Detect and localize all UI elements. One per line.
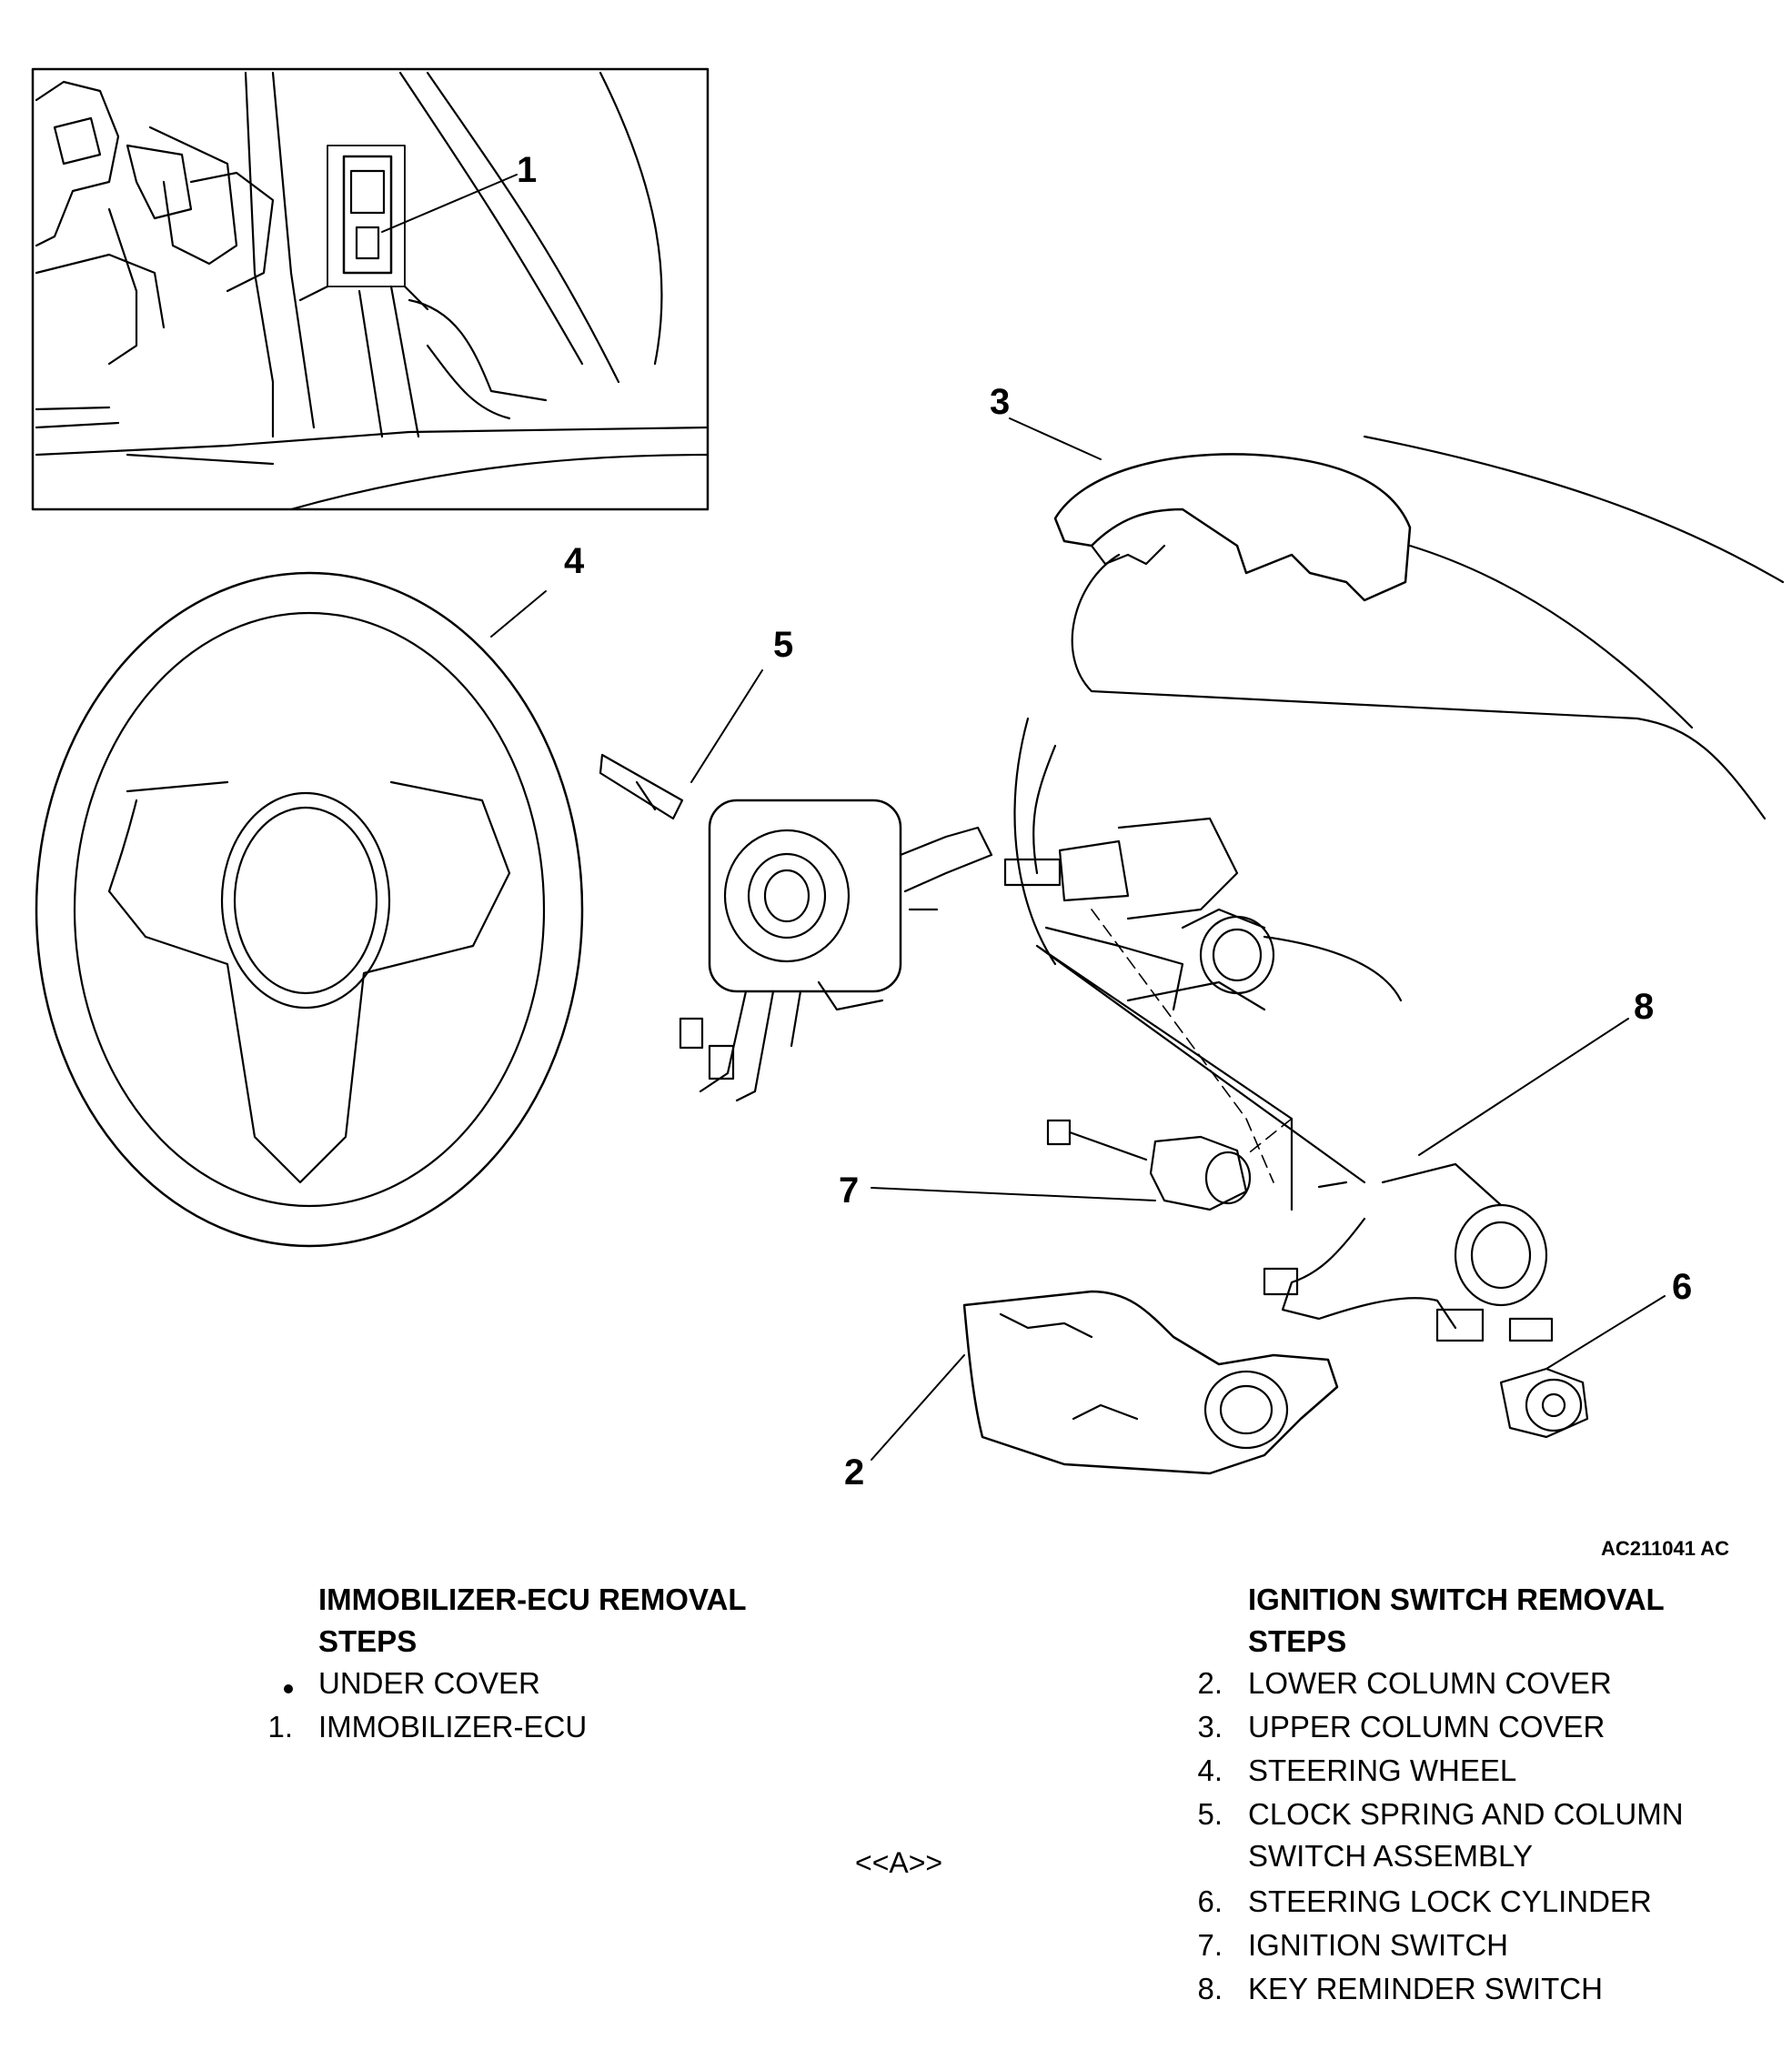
callout-1: 1 bbox=[517, 150, 537, 190]
list-item: 4. STEERING WHEEL bbox=[1168, 1750, 1787, 1794]
step-number: 1. bbox=[267, 1710, 293, 1743]
ignition-heading-line1: IGNITION SWITCH REMOVAL bbox=[1248, 1583, 1665, 1616]
step-number: 7. bbox=[1197, 1928, 1223, 1962]
callout-8: 8 bbox=[1634, 987, 1654, 1027]
ignition-switch bbox=[1046, 1119, 1252, 1211]
immobilizer-heading-line2: STEPS bbox=[318, 1624, 418, 1658]
step-text: IMMOBILIZER-ECU bbox=[318, 1710, 588, 1743]
key-reminder-switch bbox=[1263, 1162, 1548, 1342]
steering-column bbox=[1003, 817, 1366, 1211]
list-item: 8. KEY REMINDER SWITCH bbox=[1168, 1968, 1787, 2012]
steering-lock-cylinder bbox=[1499, 1317, 1589, 1439]
step-number: 5. bbox=[1197, 1797, 1223, 1831]
step-text: KEY REMINDER SWITCH bbox=[1248, 1972, 1603, 2005]
step-text: LOWER COLUMN COVER bbox=[1248, 1666, 1612, 1700]
list-item: 1. IMMOBILIZER-ECU bbox=[238, 1706, 839, 1750]
step-text: IGNITION SWITCH bbox=[1248, 1928, 1508, 1962]
list-item: 6. STEERING LOCK CYLINDER bbox=[1168, 1881, 1787, 1924]
inset-view bbox=[31, 67, 710, 511]
ignition-heading-line2: STEPS bbox=[1248, 1624, 1347, 1658]
immobilizer-steps: IMMOBILIZER-ECU REMOVAL STEPS UNDER COVE… bbox=[238, 1579, 839, 1750]
list-item: 2. LOWER COLUMN COVER bbox=[1168, 1663, 1787, 1706]
callout-6: 6 bbox=[1672, 1267, 1692, 1307]
dashboard-outline bbox=[1013, 435, 1785, 1011]
step-marker: <<A>> bbox=[855, 1846, 943, 1879]
callout-3: 3 bbox=[990, 382, 1010, 422]
bullet-icon bbox=[238, 1663, 293, 1704]
callout-4: 4 bbox=[564, 541, 585, 581]
column-switch-assembly bbox=[599, 753, 993, 1102]
upper-column-cover bbox=[1053, 453, 1412, 602]
immobilizer-heading-line1: IMMOBILIZER-ECU REMOVAL bbox=[318, 1583, 747, 1616]
steering-wheel bbox=[35, 571, 584, 1248]
exploded-view-diagram: 1 2 3 4 5 6 7 8 bbox=[31, 67, 1785, 1492]
list-item: UNDER COVER bbox=[238, 1663, 839, 1706]
step-text: UPPER COLUMN COVER bbox=[1248, 1710, 1606, 1743]
callout-5: 5 bbox=[773, 625, 793, 665]
step-text: STEERING LOCK CYLINDER bbox=[1248, 1884, 1652, 1918]
callout-7: 7 bbox=[839, 1171, 859, 1211]
step-number: 3. bbox=[1197, 1710, 1223, 1743]
list-item: 7. IGNITION SWITCH bbox=[1168, 1924, 1787, 1968]
callout-2: 2 bbox=[844, 1452, 864, 1492]
step-number: 2. bbox=[1197, 1666, 1223, 1700]
step-number: 6. bbox=[1197, 1884, 1223, 1918]
step-text: STEERING WHEEL bbox=[1248, 1753, 1517, 1787]
step-text: CLOCK SPRING AND COLUMN SWITCH ASSEMBLY bbox=[1248, 1797, 1684, 1873]
figure-reference-code: AC211041 AC bbox=[1601, 1537, 1730, 1560]
ignition-steps: IGNITION SWITCH REMOVAL STEPS 2. LOWER C… bbox=[1168, 1579, 1787, 2012]
list-item: 3. UPPER COLUMN COVER bbox=[1168, 1706, 1787, 1750]
step-number: 4. bbox=[1197, 1753, 1223, 1787]
list-item: 5. CLOCK SPRING AND COLUMN SWITCH ASSEMB… bbox=[1168, 1794, 1787, 1881]
step-number: 8. bbox=[1197, 1972, 1223, 2005]
step-text: UNDER COVER bbox=[318, 1666, 540, 1700]
lower-column-cover bbox=[962, 1290, 1339, 1475]
